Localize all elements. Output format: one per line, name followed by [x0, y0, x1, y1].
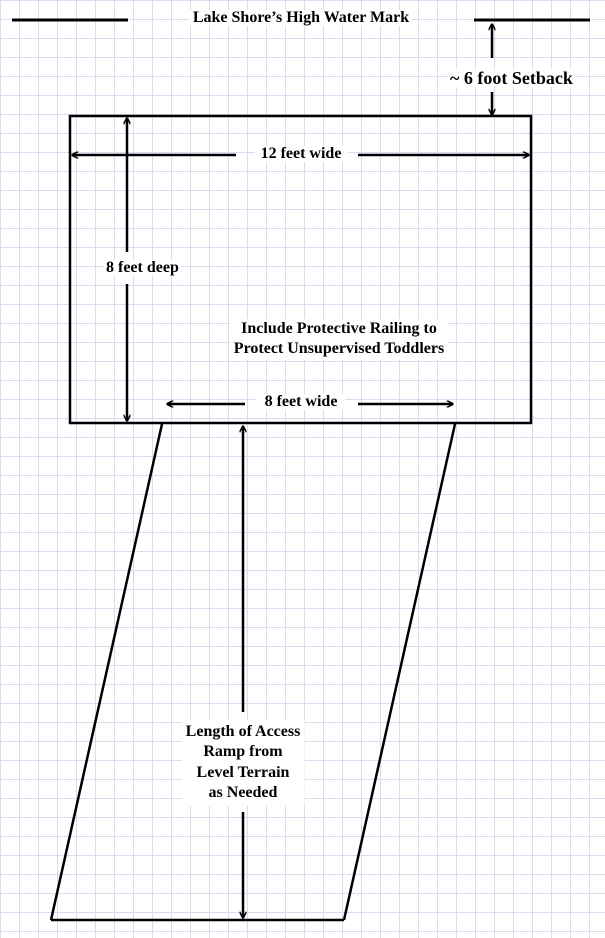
ramp-width-label: 8 feet wide [256, 394, 346, 410]
ramp-left-edge [49, 423, 164, 921]
dock-outline [68, 114, 533, 425]
ramp-right-edge [342, 423, 457, 921]
railing-note: Include Protective Railing to Protect Un… [229, 319, 449, 360]
ramp-length-label: Length of Access Ramp from Level Terrain… [181, 720, 305, 806]
setback-label: ~ 6 foot Setback [448, 68, 575, 88]
dock-depth-label: 8 feet deep [104, 259, 181, 276]
high-water-mark-label: Lake Shore’s High Water Mark [188, 10, 414, 26]
dock-width-label: 12 feet wide [254, 146, 348, 162]
